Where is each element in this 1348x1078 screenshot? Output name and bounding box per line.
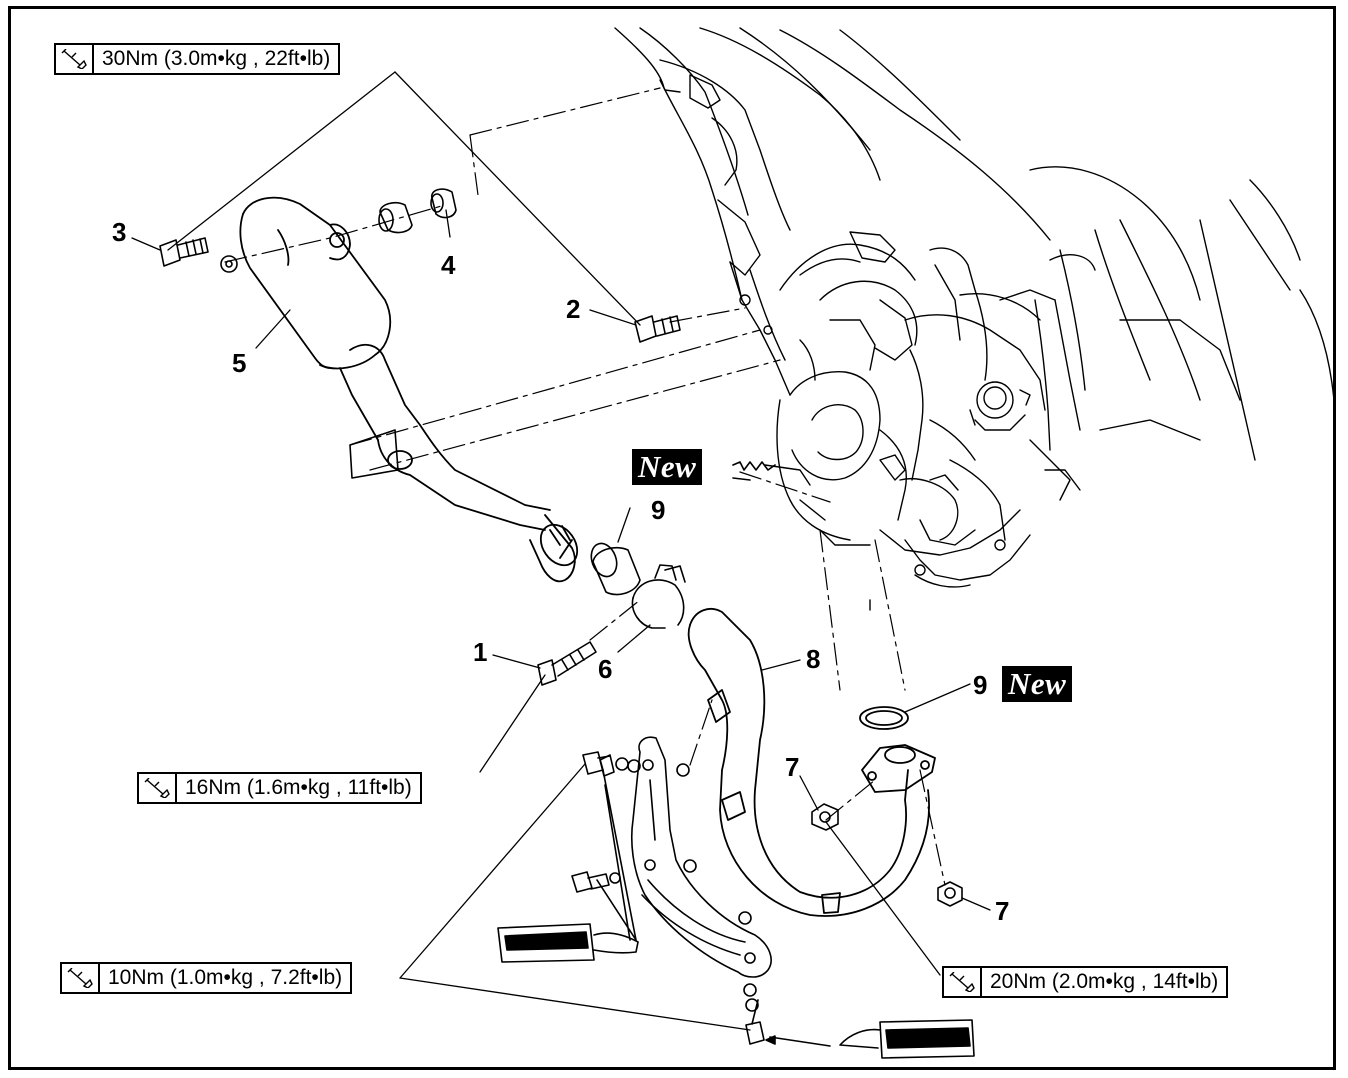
callout-3: 3 (112, 217, 127, 247)
torque-spec-value: 30Nm (3.0m•kg , 22ft•lb) (102, 47, 331, 70)
nut-7a (811, 803, 839, 831)
frame-and-engine (614, 27, 1335, 611)
torque-spec-value: 10Nm (1.0m•kg , 7.2ft•lb) (108, 966, 343, 989)
gasket-sleeve (590, 542, 641, 596)
callout-2: 2 (566, 294, 581, 324)
grease-gun-icon (497, 461, 975, 1059)
exhaust-pipe (687, 608, 936, 917)
torque-spec-value: 20Nm (2.0m•kg , 14ft•lb) (990, 970, 1219, 993)
callout-9-lower: 9 (973, 670, 988, 700)
bolt-1 (537, 641, 597, 686)
bolt-3 (159, 237, 209, 267)
nut-7b (937, 881, 963, 907)
torque-wrench-icon (56, 45, 94, 73)
exhaust-bracket (571, 736, 772, 1045)
callout-leader-lines (131, 71, 991, 1031)
muffler-bushings (220, 188, 457, 273)
torque-spec-20nm: 20Nm (2.0m•kg , 14ft•lb) (942, 966, 1229, 998)
callout-4: 4 (441, 250, 456, 280)
callout-8: 8 (806, 644, 821, 674)
torque-wrench-icon (944, 968, 982, 996)
new-part-badge: New (632, 449, 703, 485)
bolt-2 (634, 315, 681, 343)
new-part-badge: New (1002, 666, 1073, 702)
torque-wrench-icon (139, 774, 177, 802)
callout-7-upper: 7 (785, 752, 800, 782)
callout-1: 1 (473, 637, 488, 667)
callout-6: 6 (598, 654, 613, 684)
torque-wrench-icon (62, 964, 100, 992)
callout-9-upper: 9 (651, 495, 666, 525)
exhaust-clamp (631, 564, 686, 629)
callout-7-lower: 7 (995, 896, 1010, 926)
torque-spec-30nm: 30Nm (3.0m•kg , 22ft•lb) (54, 43, 341, 75)
diagram-frame (8, 6, 1336, 1070)
torque-spec-value: 16Nm (1.6m•kg , 11ft•lb) (185, 776, 412, 799)
callout-5: 5 (232, 348, 247, 378)
torque-spec-16nm: 16Nm (1.6m•kg , 11ft•lb) (137, 772, 422, 804)
muffler (239, 196, 579, 583)
torque-spec-10nm: 10Nm (1.0m•kg , 7.2ft•lb) (60, 962, 353, 994)
